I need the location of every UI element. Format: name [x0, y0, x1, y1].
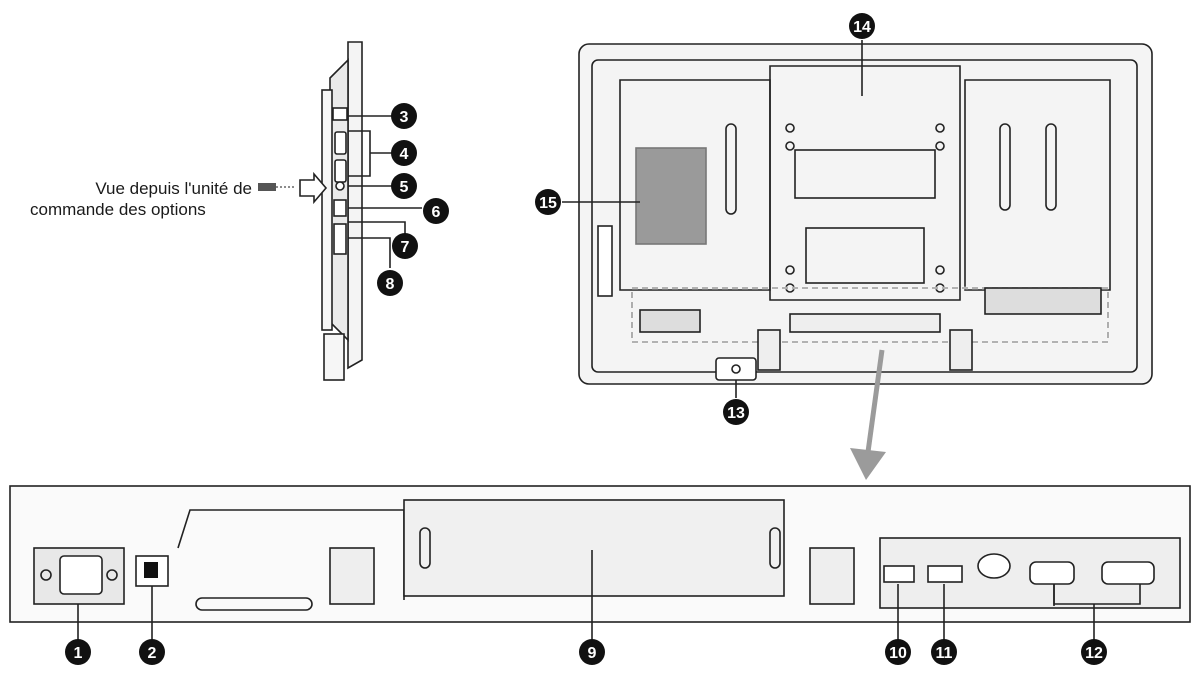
callout-2: 2	[139, 639, 165, 665]
callout-5: 5	[391, 173, 417, 199]
svg-text:13: 13	[727, 405, 745, 422]
callout-3: 3	[391, 103, 417, 129]
svg-text:1: 1	[74, 645, 83, 662]
callout-12: 12	[1081, 639, 1107, 665]
callout-10: 10	[885, 639, 911, 665]
caption-line-2: commande des options	[30, 200, 206, 219]
rear-view	[562, 40, 1153, 398]
svg-text:9: 9	[588, 645, 597, 662]
callout-7: 7	[392, 233, 418, 259]
callout-13: 13	[723, 399, 749, 425]
svg-text:12: 12	[1085, 645, 1103, 662]
side-view	[258, 41, 422, 381]
callout-14: 14	[849, 13, 875, 39]
callout-9: 9	[579, 639, 605, 665]
callout-15: 15	[535, 189, 561, 215]
side-view-caption: Vue depuis l'unité de commande des optio…	[30, 178, 252, 220]
svg-text:6: 6	[432, 204, 441, 221]
svg-text:8: 8	[386, 276, 395, 293]
svg-text:15: 15	[539, 195, 557, 212]
svg-text:14: 14	[853, 19, 871, 36]
svg-text:11: 11	[936, 645, 953, 662]
callout-1: 1	[65, 639, 91, 665]
callout-8: 8	[377, 270, 403, 296]
callout-11: 11	[931, 639, 957, 665]
svg-text:2: 2	[148, 645, 157, 662]
svg-text:5: 5	[400, 179, 409, 196]
svg-text:3: 3	[400, 109, 409, 126]
svg-text:10: 10	[889, 645, 907, 662]
callout-6: 6	[423, 198, 449, 224]
zoom-arrow	[850, 349, 886, 480]
callout-4: 4	[391, 140, 417, 166]
detail-view	[9, 485, 1191, 640]
svg-text:4: 4	[400, 146, 409, 163]
svg-text:7: 7	[401, 239, 410, 256]
caption-line-1: Vue depuis l'unité de	[95, 179, 252, 198]
